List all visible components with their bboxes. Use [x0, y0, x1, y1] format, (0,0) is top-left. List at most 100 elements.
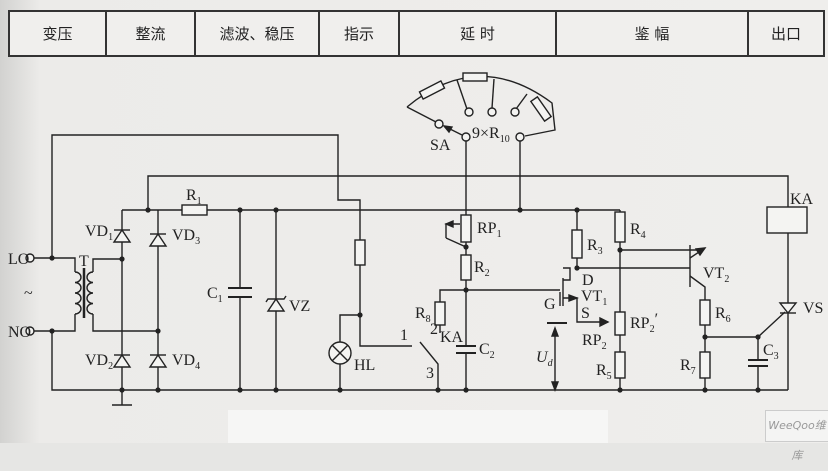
label-r6-sub: 6 [726, 314, 731, 325]
label-rp2-sub: 2 [602, 341, 607, 352]
label-vz: VZ [289, 298, 310, 315]
paper-background [0, 0, 828, 443]
label-c1-sub: 1 [218, 294, 223, 305]
svg-text:R5: R5 [596, 362, 612, 382]
label-vd3-sub: 3 [195, 236, 200, 247]
svg-text:Ud: Ud [536, 349, 554, 369]
svg-text:C1: C1 [207, 285, 223, 305]
label-c3: C [763, 342, 774, 359]
label-c1: C [207, 285, 218, 302]
label-vd2: VD [85, 352, 108, 369]
label-ka: KA [790, 191, 814, 208]
stage-output: 出口 [747, 10, 825, 57]
diodes [112, 228, 798, 368]
label-drain: D [582, 272, 594, 289]
label-c3-sub: 3 [774, 351, 779, 362]
label-vt2-sub: 2 [724, 274, 729, 285]
svg-text:R4: R4 [630, 221, 646, 241]
resistor-r4 [614, 211, 626, 243]
circuit-diagram: LO NO ~ T VD1 VD2 VD3 VD4 R1 C1 VZ HL SA… [8, 72, 823, 406]
label-lo: LO [8, 251, 29, 268]
label-vd4-sub: 4 [195, 361, 200, 372]
label-vt2: VT [703, 265, 725, 282]
stage-amplitude-detect: 鉴 幅 [555, 10, 749, 57]
resistor-r3 [571, 229, 583, 259]
label-ac: ~ [24, 285, 33, 302]
label-r6: R [715, 305, 726, 322]
label-vd4: VD [172, 352, 195, 369]
label-rp1-sub: 1 [497, 229, 502, 240]
label-r2-sub: 2 [485, 268, 490, 279]
svg-text:VD4: VD4 [172, 352, 200, 372]
blank-patch [228, 410, 608, 443]
svg-text:VD2: VD2 [85, 352, 113, 372]
label-ud-sub: d [548, 358, 554, 369]
relay-coil-ka [766, 206, 808, 234]
label-r1: R [186, 187, 197, 204]
stage-rectify: 整流 [105, 10, 196, 57]
label-r7-sub: 7 [691, 366, 696, 377]
svg-text:C2: C2 [479, 341, 495, 361]
resistor-r6 [699, 299, 711, 326]
label-switch-3: 3 [426, 365, 434, 382]
label-vt1-sub: 1 [602, 297, 607, 308]
label-c2-sub: 2 [490, 350, 495, 361]
label-vd2-sub: 2 [108, 361, 113, 372]
label-r4-sub: 4 [641, 230, 646, 241]
label-vd1-sub: 1 [108, 232, 113, 243]
label-sa: SA [430, 137, 451, 154]
svg-text:VT2: VT2 [703, 265, 729, 285]
label-r8-sub: 8 [426, 314, 431, 325]
label-r1-sub: 1 [197, 196, 202, 207]
svg-text:R1: R1 [186, 187, 202, 207]
label-rp2-prime-sub: 2 [650, 324, 655, 335]
stage-table: 变压 整流 滤波、稳压 指示 延 时 鉴 幅 出口 [8, 10, 825, 57]
svg-text:RP2′: RP2′ [630, 311, 658, 335]
rp1-wiper-arrow [444, 219, 454, 229]
transformer-t [74, 268, 94, 318]
label-9xr10-sub: 10 [500, 134, 510, 145]
label-r5: R [596, 362, 607, 379]
resistors [181, 72, 808, 379]
label-r5-sub: 5 [607, 371, 612, 382]
stage-indicate: 指示 [318, 10, 400, 57]
resistor-hl [354, 239, 366, 266]
label-hl: HL [354, 357, 375, 374]
resistor-r2 [460, 254, 472, 281]
stage-transform: 变压 [8, 10, 107, 57]
svg-text:RP1: RP1 [477, 220, 502, 240]
label-vd1: VD [85, 223, 108, 240]
resistor-r8 [434, 301, 446, 326]
label-ud: U [536, 349, 549, 366]
svg-text:R2: R2 [474, 259, 490, 279]
resistor-r7 [699, 351, 711, 379]
junction-dots [49, 207, 761, 393]
wires [30, 75, 789, 406]
svg-text:9×R10: 9×R10 [472, 125, 510, 145]
svg-text:VD3: VD3 [172, 227, 200, 247]
svg-text:R6: R6 [715, 305, 731, 325]
label-vd3: VD [172, 227, 195, 244]
stage-filter-regulate: 滤波、稳压 [194, 10, 320, 57]
label-r4: R [630, 221, 641, 238]
label-r2: R [474, 259, 485, 276]
watermark: WeeQoo维库 [765, 410, 828, 462]
sa-contacts [25, 107, 525, 336]
resistor-r1 [181, 204, 208, 216]
lamp-hl [328, 341, 352, 365]
label-t: T [79, 253, 89, 270]
zener-vz [266, 297, 286, 312]
label-no: NO [8, 324, 31, 341]
label-source: S [581, 305, 590, 322]
resistor-r5 [614, 351, 626, 379]
thyristor-vs [778, 302, 798, 315]
svg-text:VD1: VD1 [85, 223, 113, 243]
svg-text:C3: C3 [763, 342, 779, 362]
svg-text:R8: R8 [415, 305, 431, 325]
potentiometer-rp2 [614, 311, 626, 336]
label-vs: VS [803, 300, 823, 317]
label-rp1: RP [477, 220, 497, 237]
label-r3: R [587, 237, 598, 254]
label-ka-contact: KA [440, 329, 464, 346]
svg-text:R3: R3 [587, 237, 603, 257]
